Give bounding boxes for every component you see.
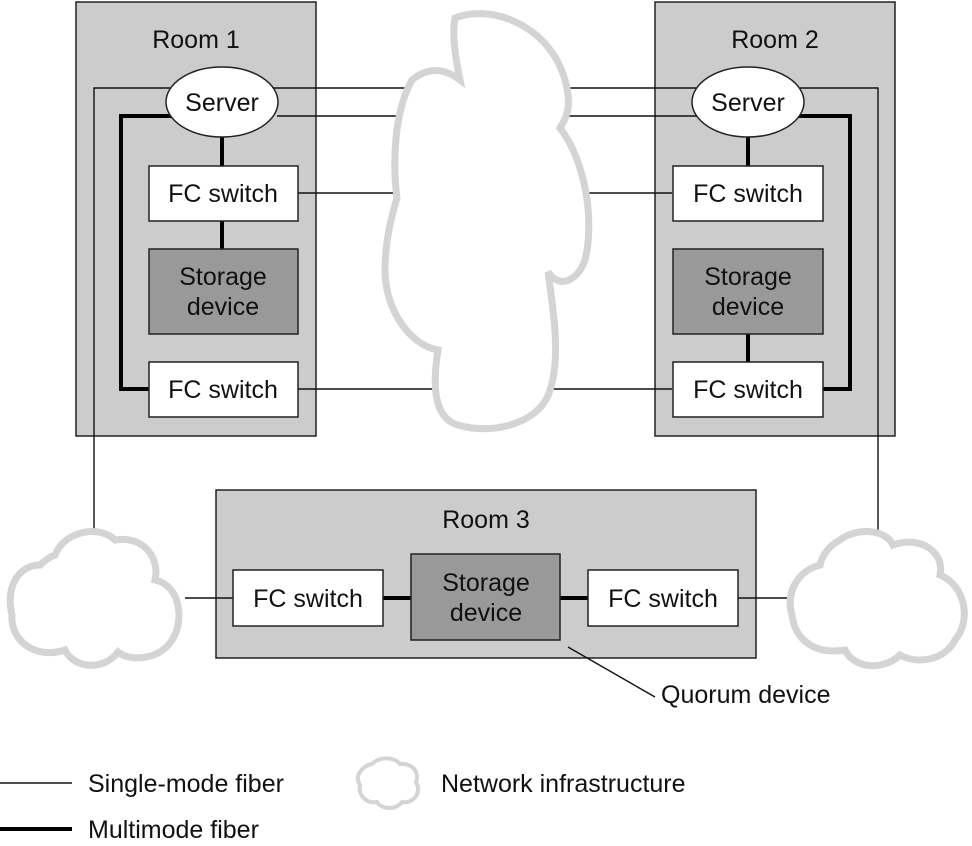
room1-server <box>165 66 279 138</box>
network-cloud-center <box>381 10 593 433</box>
room3-storage-label-1: Storage <box>442 569 530 597</box>
legend-cloud-icon <box>355 756 421 810</box>
room2-storage-device <box>672 248 824 335</box>
room1-fc-switch-bottom <box>148 361 299 418</box>
room-2-label: Room 2 <box>731 26 819 54</box>
room2-storage-label-1: Storage <box>704 263 792 291</box>
room2-fc-switch-bottom-label: FC switch <box>693 376 803 404</box>
multimode-links <box>119 114 852 600</box>
room2-storage-label-2: device <box>712 293 784 321</box>
room1-storage-label-1: Storage <box>179 263 267 291</box>
room3-storage-label-2: device <box>450 599 522 627</box>
link-server1-fc-bottom <box>119 114 172 391</box>
room2-fc-switch-top-label: FC switch <box>693 180 803 208</box>
legend: Single-mode fiber Multimode fiber Networ… <box>0 756 686 844</box>
room2-server-label: Server <box>711 89 785 117</box>
room1-storage-device <box>148 248 299 335</box>
legend-network-label: Network infrastructure <box>441 770 686 798</box>
room3-fc-switch-right-label: FC switch <box>608 585 718 613</box>
link-server2-right-cloud <box>800 87 879 530</box>
room1-fc-switch-bottom-label: FC switch <box>168 376 278 404</box>
room2-fc-switch-bottom <box>672 361 824 418</box>
room2-fc-switch-top <box>672 165 824 222</box>
link-server1-left-cloud <box>93 87 170 530</box>
room3-fc-switch-left <box>232 569 384 627</box>
link-server2-fc-bottom <box>798 114 852 391</box>
quorum-device-label: Quorum device <box>661 681 831 709</box>
room1-fc-switch-top-label: FC switch <box>168 180 278 208</box>
legend-single-mode-label: Single-mode fiber <box>88 770 284 798</box>
legend-multimode-label: Multimode fiber <box>88 816 259 844</box>
room2-server <box>691 66 805 138</box>
room1-server-label: Server <box>185 89 259 117</box>
network-cloud-left <box>6 528 183 669</box>
room1-storage-label-2: device <box>187 293 259 321</box>
room-3-label: Room 3 <box>442 506 530 534</box>
room1-fc-switch-top <box>148 165 299 222</box>
room-1-label: Room 1 <box>152 26 240 54</box>
network-cloud-right <box>786 528 968 670</box>
room3-fc-switch-left-label: FC switch <box>253 585 363 613</box>
room3-fc-switch-right <box>587 569 739 627</box>
room3-storage-device <box>410 553 561 641</box>
quorum-callout-line <box>567 646 656 698</box>
